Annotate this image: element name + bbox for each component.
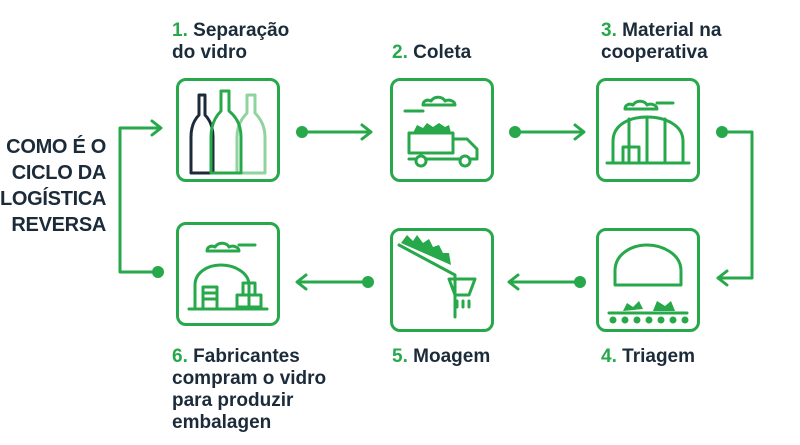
step-label-text: compram o vidro <box>172 368 327 389</box>
title-line: LOGÍSTICA <box>0 188 107 210</box>
step-number: 3. <box>601 20 617 41</box>
step-label-text: Material na <box>622 20 722 41</box>
step-label-text: para produzir <box>172 390 294 411</box>
step-6-box <box>176 222 280 326</box>
step-number: 4. <box>601 346 617 367</box>
step-label-text: cooperativa <box>601 42 708 63</box>
arrowhead <box>507 273 520 291</box>
bottles-icon <box>189 89 267 175</box>
step-4-box <box>596 228 700 332</box>
step-6-label: 6. Fabricantes compram o vidro para prod… <box>172 346 326 434</box>
connector-3-4 <box>716 130 754 280</box>
title-line: COMO É O <box>6 136 106 158</box>
step-label-text: do vidro <box>172 42 247 63</box>
return-loop-line <box>118 126 162 274</box>
step-label-text: Triagem <box>622 346 696 367</box>
step-1-box <box>176 78 280 182</box>
truck-icon <box>403 95 479 168</box>
step-4-label: 4. Triagem <box>601 346 695 368</box>
connector-dot <box>574 276 586 288</box>
title-line: REVERSA <box>11 214 106 236</box>
connector-dot <box>362 276 374 288</box>
connector-dot <box>509 126 521 138</box>
step-label-text: Moagem <box>413 346 491 367</box>
arrowhead <box>573 123 586 141</box>
step-3-label: 3. Material na cooperativa <box>601 20 721 64</box>
arrowhead <box>716 269 729 287</box>
step-5-box <box>390 228 494 332</box>
title-line: CICLO DA <box>11 162 107 184</box>
step-label-text: Coleta <box>413 42 472 63</box>
step-2-label: 2. Coleta <box>392 42 471 64</box>
warehouse-icon <box>605 99 691 165</box>
grinder-icon <box>397 235 477 319</box>
connector-dot <box>296 126 308 138</box>
step-2-box <box>390 78 494 182</box>
step-number: 2. <box>392 42 408 63</box>
step-number: 1. <box>172 20 188 41</box>
arrowhead <box>295 273 308 291</box>
diagram-title: COMO É O CICLO DA LOGÍSTICA REVERSA <box>0 134 106 238</box>
arrowhead <box>360 123 373 141</box>
step-3-box <box>596 78 700 182</box>
connector-dot <box>152 266 164 278</box>
connector-dot <box>716 126 728 138</box>
step-1-label: 1. Separação do vidro <box>172 20 289 64</box>
sorting-machine-icon <box>607 243 689 324</box>
step-number: 6. <box>172 346 188 367</box>
step-label-text: Separação <box>193 20 290 41</box>
arrowhead <box>150 119 163 137</box>
factory-icon <box>187 241 269 311</box>
step-label-text: Fabricantes <box>193 346 300 367</box>
step-5-label: 5. Moagem <box>392 346 490 368</box>
step-number: 5. <box>392 346 408 367</box>
step-label-text: embalagen <box>172 412 272 433</box>
